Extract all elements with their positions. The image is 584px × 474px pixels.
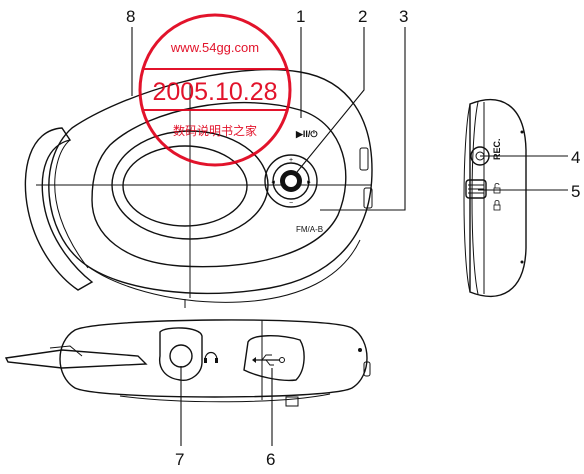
lanyard-loop (24, 127, 94, 291)
nav-pad-center-hole (285, 175, 297, 187)
callout-1: 1 (296, 7, 305, 26)
callout-5: 5 (571, 182, 580, 201)
leader-lines (131, 27, 568, 446)
bottom-view (4, 319, 371, 407)
headphone-jack-housing (158, 327, 203, 381)
side-dot-top (520, 130, 524, 134)
nav-up-mark: + (289, 157, 293, 164)
side-dot-bottom (520, 260, 524, 264)
leader-3 (320, 27, 406, 211)
lanyard-inner (54, 139, 89, 269)
stamp-name: 数码说明书之家 (173, 123, 257, 138)
display-screen (122, 145, 248, 227)
unlock-icon (493, 183, 501, 194)
nav-right-mark: ▸ (307, 179, 311, 186)
callout-6: 6 (266, 450, 275, 469)
callout-4: 4 (571, 148, 580, 167)
side-button-bottom (363, 187, 373, 209)
rec-label: REC. (492, 138, 502, 160)
callout-3: 3 (399, 7, 408, 26)
nav-down-mark: − (289, 200, 293, 207)
bottom-body (59, 319, 368, 398)
headphone-jack (169, 344, 193, 368)
side-body (469, 99, 527, 298)
side-button-top (359, 147, 369, 171)
front-view: + − ◂ ▸ ▶II/⏻ FM/A-B (24, 68, 373, 308)
bottom-dot (358, 348, 362, 352)
front-face (91, 101, 347, 268)
callout-numbers: 8 1 2 3 4 5 7 6 (126, 7, 580, 469)
nav-pad-outer (264, 154, 318, 208)
side-view: REC. (463, 99, 527, 298)
lock-icon (493, 200, 501, 211)
side-edge-left (463, 103, 471, 293)
fm-ab-label: FM/A-B (296, 225, 323, 234)
device-body-outer (48, 68, 373, 294)
device-rim (81, 239, 361, 303)
stamp-url: www.54gg.com (170, 40, 259, 55)
callout-2: 2 (358, 7, 367, 26)
usb-cover (243, 335, 305, 382)
leader-2 (296, 27, 365, 173)
usb-icon (252, 354, 285, 366)
nav-pad-ring (272, 162, 310, 200)
watermark-stamp: www.54gg.com 2005.10.28 数码说明书之家 (138, 13, 292, 167)
callout-7: 7 (175, 450, 184, 469)
lanyard-strap (4, 349, 148, 369)
callout-8: 8 (126, 7, 135, 26)
bottom-side-button (363, 361, 371, 377)
bottom-tab (285, 396, 299, 407)
headphone-icon (204, 351, 218, 363)
stamp-ring (138, 13, 292, 167)
bottom-rim (119, 393, 331, 403)
lanyard-clip (49, 345, 83, 357)
side-edge-inner (471, 101, 479, 295)
hold-switch (465, 179, 487, 199)
play-power-label: ▶II/⏻ (295, 129, 318, 139)
stamp-date: 2005.10.28 (152, 78, 277, 106)
nav-left-mark: ◂ (271, 179, 275, 186)
